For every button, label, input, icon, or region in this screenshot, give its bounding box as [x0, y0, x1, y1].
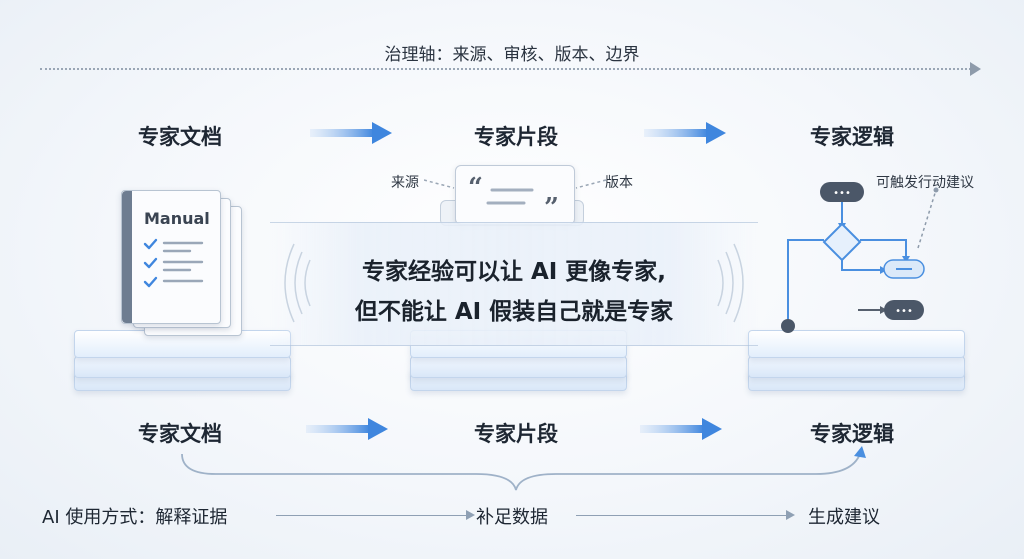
- stage-label-fragment-bottom: 专家片段: [474, 422, 558, 446]
- logic-note-action-suggestion: 可触发行动建议: [876, 175, 974, 191]
- ai-usage-arrowhead-2: [786, 510, 795, 520]
- flow-arrow-top-2: [644, 122, 726, 144]
- ai-usage-arrowhead-1: [466, 510, 475, 520]
- ai-usage-step-generate: 生成建议: [808, 507, 880, 528]
- flow-arrow-bottom-1: [306, 418, 388, 440]
- platform-logic-layer-2: [748, 356, 965, 378]
- central-banner: [270, 222, 758, 346]
- doc-spine: [122, 191, 132, 323]
- banner-line-1: 专家经验可以让 AI 更像专家,: [361, 259, 667, 285]
- platform-doc-layer-2: [74, 356, 291, 378]
- governance-axis-arrowhead: [970, 62, 981, 76]
- ai-usage-line-2: [576, 515, 788, 516]
- stage-label-doc-bottom: 专家文档: [138, 422, 222, 446]
- logic-decision-diamond: [822, 222, 862, 262]
- logic-flow-diagram: ••• •••: [781, 182, 939, 333]
- platform-logic-top: [748, 330, 965, 358]
- ai-usage-step-supplement: 补足数据: [476, 507, 548, 528]
- logic-end-node: •••: [884, 300, 924, 320]
- fragment-tag-version: 版本: [605, 175, 633, 191]
- stage-label-logic-bottom: 专家逻辑: [810, 422, 894, 446]
- fragment-tag-version-connector: [575, 179, 607, 189]
- flow-arrow-top-1: [310, 122, 392, 144]
- banner-left-waves-icon: [284, 243, 311, 323]
- svg-text:“: “: [468, 176, 483, 203]
- platform-fragment-layer-2: [410, 356, 627, 378]
- fragment-tag-source-connector: [424, 179, 455, 189]
- banner-right-waves-icon: [717, 243, 744, 323]
- stage-label-fragment-top: 专家片段: [474, 125, 558, 149]
- ai-usage-prefix: AI 使用方式：: [42, 507, 156, 528]
- stage-label-logic-top: 专家逻辑: [810, 125, 894, 149]
- flow-arrow-bottom-2: [640, 418, 722, 440]
- stage-label-doc-top: 专家文档: [138, 125, 222, 149]
- svg-text:•••: •••: [895, 306, 913, 317]
- usage-brace-connector: [181, 446, 866, 491]
- checklist-icon: [143, 238, 204, 288]
- banner-line-2: 但不能让 AI 假装自己就是专家: [354, 299, 674, 325]
- doc-title: Manual: [144, 209, 210, 228]
- doc-front-sheet: Manual: [121, 190, 221, 324]
- fragment-quote-card: “ ”: [455, 165, 575, 225]
- ai-usage-row: AI 使用方式：解释证据: [42, 503, 227, 529]
- ai-usage-step-explain: 解释证据: [155, 507, 228, 528]
- logic-action-node: [883, 259, 925, 279]
- svg-text:”: ”: [544, 193, 559, 216]
- governance-axis-line: [40, 68, 975, 70]
- ai-usage-line-1: [276, 515, 468, 516]
- governance-axis-title: 治理轴：来源、审核、版本、边界: [384, 45, 640, 65]
- fragment-tag-source: 来源: [391, 175, 419, 191]
- svg-text:•••: •••: [833, 188, 851, 199]
- quote-marks-icon: “ ”: [468, 176, 559, 216]
- logic-start-node: •••: [820, 182, 864, 202]
